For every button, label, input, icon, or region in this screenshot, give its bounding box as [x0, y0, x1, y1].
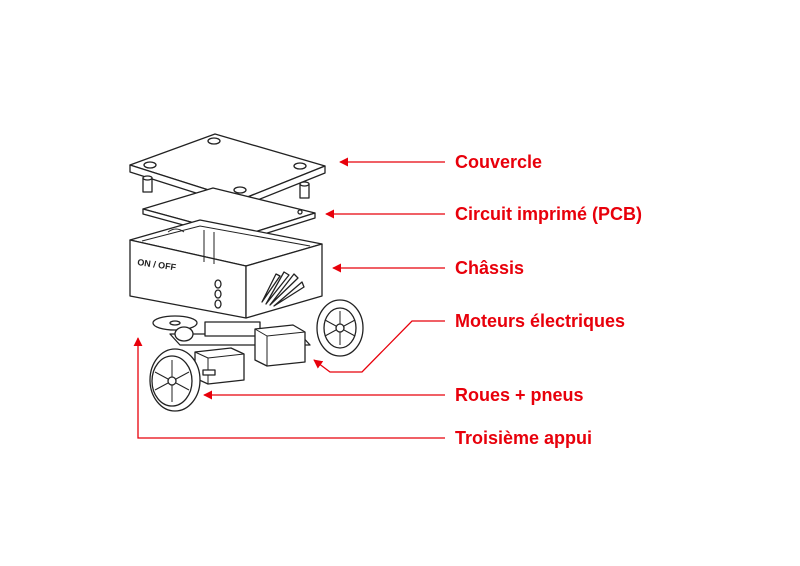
- annotation-labels: Couvercle Circuit imprimé (PCB) Châssis …: [455, 152, 642, 448]
- wheel-rear: [316, 299, 364, 357]
- caster-support: [152, 315, 198, 342]
- label-chassis: Châssis: [455, 258, 524, 278]
- chassis-box: [129, 219, 323, 319]
- leader-lines: [133, 157, 445, 439]
- label-third-support: Troisième appui: [455, 428, 592, 448]
- motor-front: [194, 347, 245, 385]
- label-pcb: Circuit imprimé (PCB): [455, 204, 642, 224]
- logo-fan: [261, 271, 305, 307]
- label-cover: Couvercle: [455, 152, 542, 172]
- leader-motors: [313, 320, 445, 373]
- label-motors: Moteurs électriques: [455, 311, 625, 331]
- label-wheels: Roues + pneus: [455, 385, 584, 405]
- cover-plate: [129, 133, 326, 208]
- wheel-front: [149, 348, 201, 412]
- motor-rear: [254, 324, 306, 367]
- leader-third-support: [133, 337, 445, 439]
